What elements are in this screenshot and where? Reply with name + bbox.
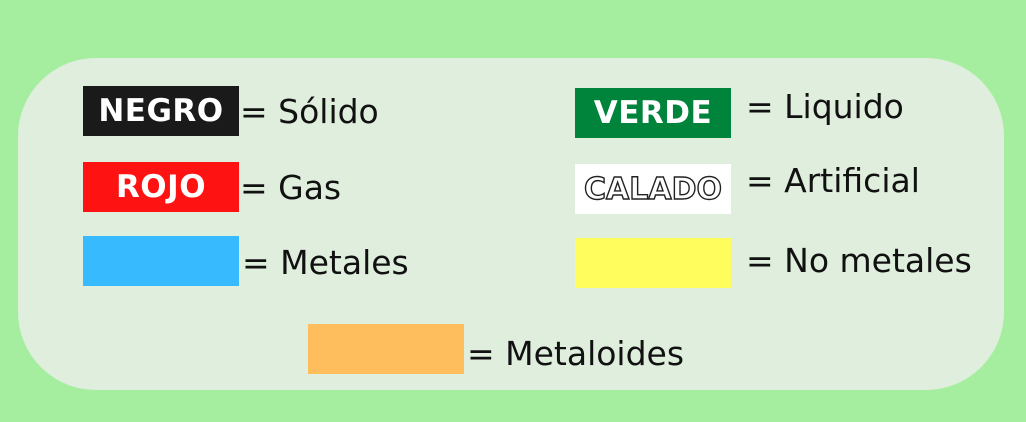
- swatch-negro: NEGRO: [83, 86, 239, 136]
- swatch-verde: VERDE: [575, 88, 731, 138]
- swatch-negro-text: NEGRO: [98, 93, 224, 129]
- label-liquido: = Liquido: [746, 87, 904, 126]
- swatch-metales: [83, 236, 239, 286]
- swatch-metaloides: [308, 324, 464, 374]
- label-metales: = Metales: [242, 243, 409, 282]
- swatch-rojo: ROJO: [83, 162, 239, 212]
- swatch-verde-text: VERDE: [593, 95, 713, 131]
- swatch-calado-text: CALADO: [583, 171, 722, 207]
- label-metaloides: = Metaloides: [467, 334, 685, 373]
- swatch-rojo-text: ROJO: [115, 169, 207, 205]
- label-solido: = Sólido: [240, 92, 379, 131]
- label-gas: = Gas: [240, 168, 342, 207]
- swatch-calado: CALADO: [575, 164, 731, 214]
- label-no-metales: = No metales: [746, 241, 972, 280]
- swatch-no-metales: [575, 238, 731, 288]
- label-artificial: = Artificial: [746, 161, 920, 200]
